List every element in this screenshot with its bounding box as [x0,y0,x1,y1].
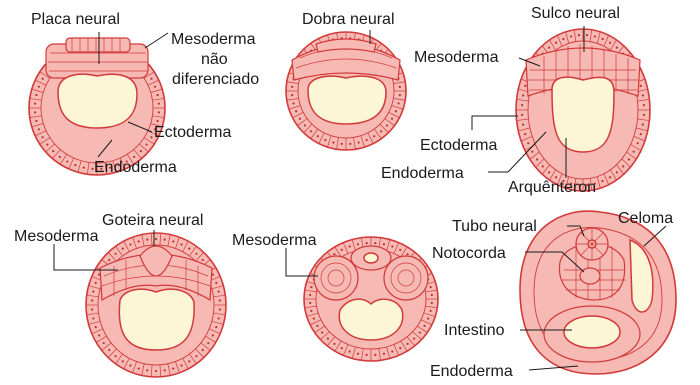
embryo-neural-plate [29,38,165,175]
label-nao: não [201,51,228,68]
mesoderm-pocket-right [384,256,428,300]
label-mesoderma-nao-diferenciado: Mesoderma [171,31,256,48]
label-endoderma-1: Endoderma [94,159,177,176]
blastocoel-cavity-2 [308,76,386,124]
label-mesoderma-3: Mesoderma [414,49,499,66]
label-placa-neural: Placa neural [31,11,120,28]
label-endoderma-6: Endoderma [430,363,513,380]
label-ectoderma-1: Ectoderma [154,124,231,141]
embryo-neural-fold [286,32,406,150]
embryo-somite-stage [304,237,438,361]
intestine-lumen [564,316,620,348]
label-ectoderma-3: Ectoderma [420,137,497,154]
label-sulco-neural: Sulco neural [531,5,620,22]
label-intestino: Intestino [444,322,505,339]
label-dobra-neural: Dobra neural [302,11,395,28]
notochord [580,268,600,284]
embryo-neural-gutter [86,233,226,377]
label-celoma: Celoma [618,210,673,227]
label-tubo-neural: Tubo neural [452,218,537,235]
label-mesoderma-4: Mesoderma [14,228,99,245]
mesoderm-pocket-left [314,256,358,300]
label-mesoderma-5: Mesoderma [232,232,317,249]
label-diferenciado: diferenciado [172,71,259,88]
label-goteira-neural: Goteira neural [102,212,203,229]
label-endoderma-3: Endoderma [381,165,464,182]
gut-cavity-5 [339,299,402,340]
neural-plate [66,38,130,52]
embryo-neural-tube [520,211,676,374]
label-notocorda: Notocorda [432,245,506,262]
embryo-neural-groove [516,29,650,191]
label-arquenteron: Arquênteron [508,179,596,196]
blastocoel-cavity-1 [58,74,137,128]
archenteron-cavity [552,77,614,152]
blastocoel-cavity-4 [119,289,194,350]
